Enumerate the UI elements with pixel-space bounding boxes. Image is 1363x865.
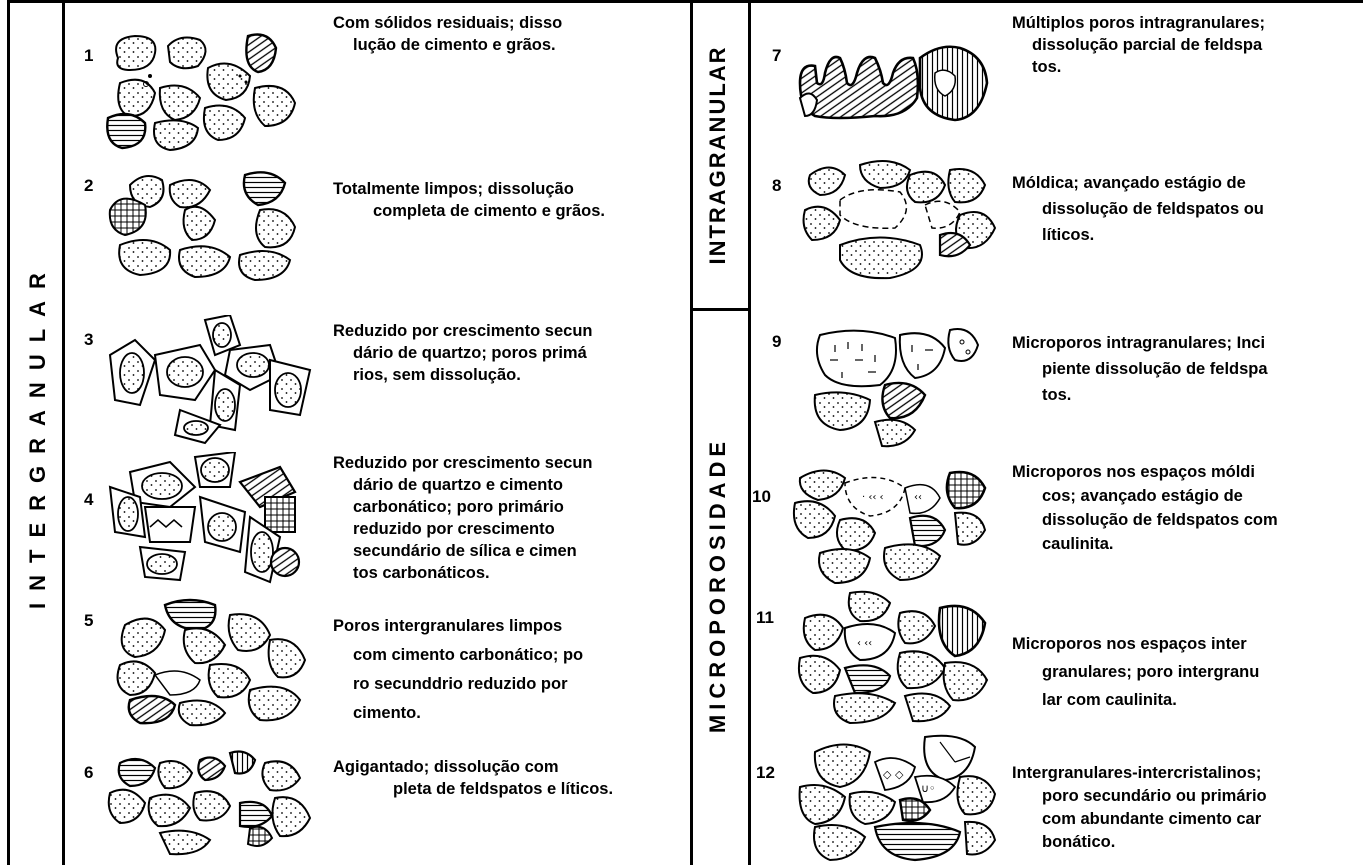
item-number: 2 [84, 176, 93, 196]
item-number: 8 [772, 176, 781, 196]
item-description: Reduzido por crescimento secun dário de … [333, 452, 592, 584]
item-description: Totalmente limpos; dissolução completa d… [333, 178, 605, 222]
top-border [7, 0, 1363, 3]
item-description: Com sólidos residuais; disso lução de ci… [333, 12, 562, 56]
svg-text:◇ ◇: ◇ ◇ [883, 768, 904, 781]
sketch-10: · ‹‹ ‹ ‹‹ [790, 458, 1000, 593]
sketch-7 [795, 28, 1005, 128]
sketch-3 [100, 315, 320, 445]
item-number: 7 [772, 46, 781, 66]
svg-text:‹ ‹‹: ‹ ‹‹ [857, 638, 872, 649]
label-intragranular: INTRAGRANULAR [705, 15, 735, 295]
item-description: Agigantado; dissolução com pleta de feld… [333, 756, 613, 800]
sketch-8 [800, 150, 1010, 290]
svg-text:· ‹‹ ‹: · ‹‹ ‹ [862, 492, 884, 503]
item-description: Múltiplos poros intragranulares; dissolu… [1012, 12, 1265, 78]
label-microporosidade: MICROPOROSIDADE [705, 390, 735, 780]
item-number: 11 [756, 608, 774, 628]
center-divider-left [690, 0, 693, 865]
item-number: 10 [752, 487, 771, 507]
label-intergranular: INTERGRANULAR [25, 235, 55, 635]
left-label-divider [62, 0, 65, 865]
sketch-5 [100, 595, 320, 730]
sketch-9 [800, 320, 1000, 460]
sketch-12: ◇ ◇ ∪◦ [795, 732, 1005, 865]
item-number: 12 [756, 763, 775, 783]
item-number: 3 [84, 330, 93, 350]
intra-micro-divider [690, 308, 751, 311]
item-number: 9 [772, 332, 781, 352]
item-number: 5 [84, 611, 93, 631]
svg-text:∪◦: ∪◦ [921, 782, 936, 795]
svg-text:‹‹: ‹‹ [914, 492, 922, 503]
left-border [7, 0, 10, 865]
sketch-2 [100, 165, 320, 290]
item-number: 4 [84, 490, 93, 510]
item-description: Microporos nos espaços móldi cos; avança… [1012, 460, 1278, 556]
item-number: 1 [84, 46, 93, 66]
item-description: Poros intergranulares limpos com cimento… [333, 612, 583, 728]
sketch-6 [100, 748, 320, 858]
sketch-4 [100, 452, 320, 592]
item-number: 6 [84, 763, 93, 783]
item-description: Microporos intragranulares; Inci piente … [1012, 330, 1268, 408]
item-description: Intergranulares-intercristalinos; poro s… [1012, 762, 1267, 854]
sketch-1 [100, 28, 320, 153]
sketch-11: ‹ ‹‹ [795, 588, 1000, 728]
center-label-divider [748, 0, 751, 865]
item-description: Móldica; avançado estágio de dissolução … [1012, 170, 1264, 248]
item-description: Microporos nos espaços inter granulares;… [1012, 630, 1259, 714]
item-description: Reduzido por crescimento secun dário de … [333, 320, 592, 386]
